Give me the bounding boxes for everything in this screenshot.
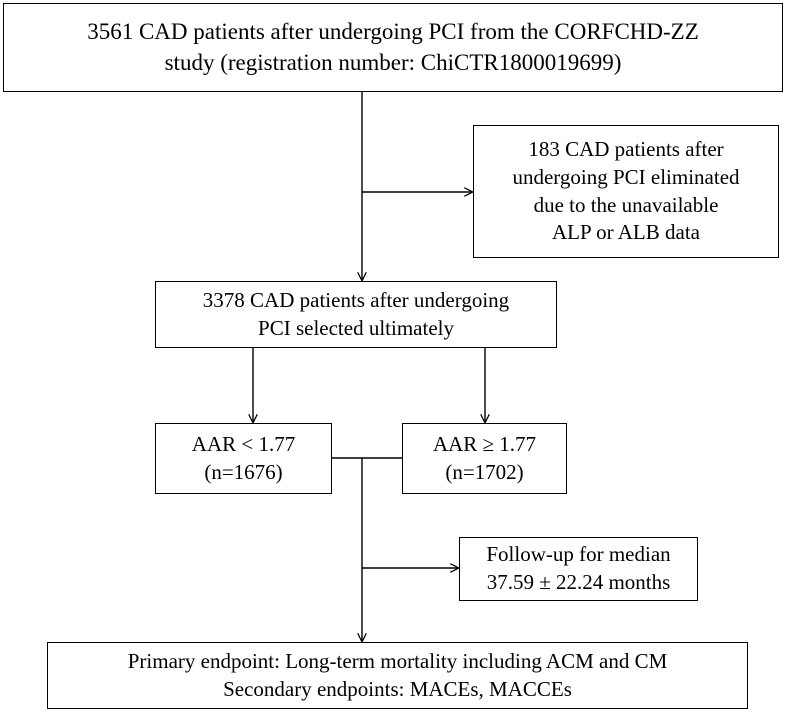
aar-high-box: AAR ≥ 1.77 (n=1702) xyxy=(402,423,567,494)
excluded-box: 183 CAD patients after undergoing PCI el… xyxy=(473,125,779,258)
selected-line-2: PCI selected ultimately xyxy=(258,315,454,340)
aar-high-count: (n=1702) xyxy=(445,459,524,484)
endpoints-box: Primary endpoint: Long-term mortality in… xyxy=(47,642,748,709)
cohort-line-2: study (registration number: ChiCTR180001… xyxy=(164,49,622,75)
selected-line-1: 3378 CAD patients after undergoing xyxy=(202,287,510,312)
aar-low-count: (n=1676) xyxy=(204,459,283,484)
endpoints-primary: Primary endpoint: Long-term mortality in… xyxy=(127,648,668,673)
excluded-line-2: undergoing PCI eliminated xyxy=(512,164,740,189)
endpoints-secondary: Secondary endpoints: MACEs, MACCEs xyxy=(223,676,572,701)
excluded-line-1: 183 CAD patients after xyxy=(528,137,724,162)
aar-low-label: AAR < 1.77 xyxy=(191,431,296,456)
aar-low-box: AAR < 1.77 (n=1676) xyxy=(155,423,332,494)
selected-box: 3378 CAD patients after undergoing PCI s… xyxy=(155,281,557,348)
followup-box: Follow-up for median 37.59 ± 22.24 month… xyxy=(459,537,698,601)
followup-line-1: Follow-up for median xyxy=(486,542,671,567)
aar-high-label: AAR ≥ 1.77 xyxy=(432,431,537,456)
excluded-line-4: ALP or ALB data xyxy=(552,220,700,245)
cohort-box: 3561 CAD patients after undergoing PCI f… xyxy=(3,3,783,92)
cohort-line-1: 3561 CAD patients after undergoing PCI f… xyxy=(87,19,699,45)
excluded-line-3: due to the unavailable xyxy=(533,192,719,217)
followup-line-2: 37.59 ± 22.24 months xyxy=(486,570,671,594)
